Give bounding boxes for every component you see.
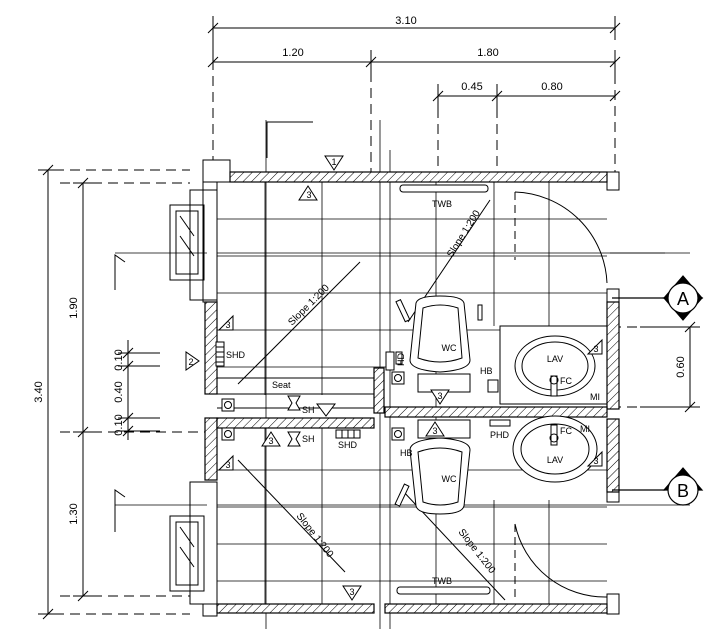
top-dimensions — [207, 16, 621, 108]
grab-bars — [394, 299, 483, 507]
sh-top-label: SH — [302, 405, 315, 415]
fc-bottom-label: FC — [560, 426, 572, 436]
wc-bottom-label: WC — [442, 474, 457, 484]
towel-bars — [396, 184, 491, 595]
lav-bottom — [512, 415, 598, 483]
walls — [204, 171, 620, 614]
tag-markers-3 — [217, 185, 603, 601]
section-a-label[interactable]: A — [677, 289, 689, 309]
wc-top — [409, 295, 471, 393]
section-marker-a — [612, 275, 704, 321]
hd-label: HD — [396, 353, 406, 366]
dim-overall-height: 3.40 — [33, 381, 45, 402]
door-swings — [514, 191, 608, 598]
dim-height-top: 1.90 — [68, 297, 80, 318]
slope-label-2: Slope 1:200 — [445, 208, 483, 259]
dim-vert-a: 0.10 — [113, 349, 125, 370]
tag-3-label-f: 3 — [437, 391, 442, 401]
tag-1-label: 1 — [331, 157, 336, 167]
shd-top-label: SHD — [226, 350, 246, 360]
tag-3-label-e: 3 — [349, 587, 354, 597]
tag-marker-2 — [185, 351, 200, 371]
slope-label-3: Slope 1:200 — [294, 511, 336, 560]
lav-top — [499, 325, 608, 405]
wc-top-label: WC — [442, 343, 457, 353]
dim-vert-c: 0.10 — [113, 414, 125, 435]
tag-3-label-c: 3 — [268, 436, 273, 446]
lav-top-label: LAV — [547, 354, 563, 364]
section-b-label[interactable]: B — [677, 481, 689, 501]
tag-2-label: 2 — [188, 357, 193, 367]
mi-top-label: MI — [590, 392, 600, 402]
tag-3-label-i: 3 — [593, 456, 598, 466]
shower-valves — [221, 351, 511, 447]
shd-bottom-label: SHD — [338, 440, 358, 450]
hb-bottom-label: HB — [400, 448, 413, 458]
mi-bottom-label: MI — [580, 424, 590, 434]
tag-3-label-d: 3 — [225, 460, 230, 470]
dashed-guides — [38, 60, 640, 615]
dim-height-bottom: 1.30 — [68, 503, 80, 524]
fc-top-label: FC — [560, 376, 572, 386]
dim-lav-height: 0.60 — [675, 356, 687, 377]
wall-outlines — [189, 159, 620, 617]
hb-top-label: HB — [480, 366, 493, 376]
shower-heads — [215, 341, 361, 439]
tag-3-label-b: 3 — [225, 320, 230, 330]
slope-label-1: Slope 1:200 — [286, 282, 332, 328]
seat-label: Seat — [272, 380, 291, 390]
tag-marker-1 — [324, 155, 344, 171]
lav-bottom-label: LAV — [547, 455, 563, 465]
dim-overall-width: 3.10 — [395, 15, 416, 27]
right-dimension — [640, 321, 700, 413]
dim-sub-left: 0.45 — [461, 81, 482, 93]
dim-vert-b: 0.40 — [113, 381, 125, 402]
flag-markers — [114, 121, 313, 532]
sh-bottom-label: SH — [302, 434, 315, 444]
tag-3-label-g: 3 — [432, 426, 437, 436]
tag-3-label-a: 3 — [306, 190, 311, 200]
phd-label: PHD — [490, 430, 510, 440]
dim-sub-right: 0.80 — [541, 81, 562, 93]
twb-top-label: TWB — [432, 199, 452, 209]
window-bottom — [169, 515, 205, 592]
dim-width-right: 1.80 — [477, 47, 498, 59]
section-marker-b — [612, 467, 704, 506]
twb-bottom-label: TWB — [432, 576, 452, 586]
dim-width-left: 1.20 — [282, 47, 303, 59]
tile-grid — [217, 182, 607, 604]
left-dimensions — [38, 164, 160, 620]
tag-3-label-h: 3 — [593, 344, 598, 354]
window-top — [169, 204, 205, 281]
